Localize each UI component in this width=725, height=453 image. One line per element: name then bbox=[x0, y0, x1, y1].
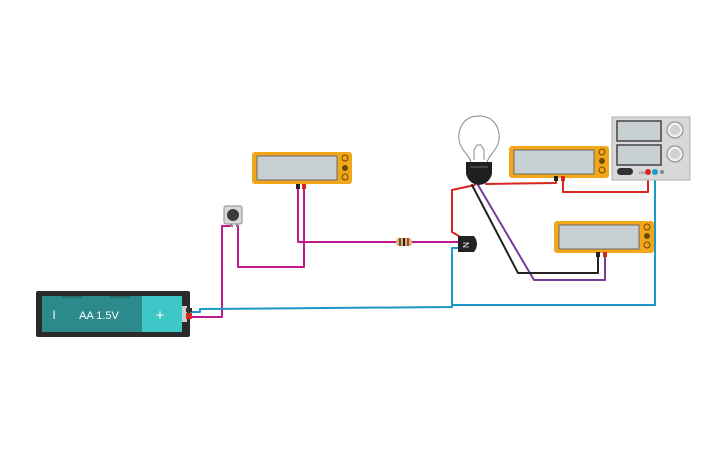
supply-terminal-negative[interactable] bbox=[652, 169, 658, 175]
meter3-mode-r[interactable] bbox=[643, 241, 651, 249]
meter2-mode-v[interactable] bbox=[599, 158, 605, 164]
wires bbox=[187, 173, 656, 318]
multimeter-3[interactable] bbox=[554, 221, 654, 257]
meter1-mode-r[interactable] bbox=[341, 173, 349, 181]
meter1-probe-red[interactable] bbox=[302, 184, 306, 189]
meter3-mode-a[interactable] bbox=[643, 223, 651, 231]
supply-switch-label: ON bbox=[639, 170, 645, 175]
meter2-probe-black[interactable] bbox=[554, 176, 558, 181]
wire-bulb-to-meter3-black[interactable] bbox=[471, 184, 599, 274]
meter2-probe-red[interactable] bbox=[561, 176, 565, 181]
wire-button-to-meter1[interactable] bbox=[237, 187, 305, 268]
wire-ground-bus[interactable] bbox=[187, 247, 459, 313]
wire-battery-to-button[interactable] bbox=[187, 225, 233, 318]
resistor[interactable] bbox=[396, 238, 412, 246]
meter3-probe-black[interactable] bbox=[596, 252, 600, 257]
battery-positive-label: + bbox=[156, 307, 165, 324]
multimeter-1[interactable] bbox=[252, 152, 352, 189]
transistor-npn[interactable]: N bbox=[458, 236, 477, 252]
supply-terminal-positive[interactable] bbox=[645, 169, 651, 175]
meter1-probe-black[interactable] bbox=[296, 184, 300, 189]
supply-power-switch[interactable] bbox=[617, 168, 633, 175]
battery-negative-label: I bbox=[52, 308, 55, 322]
supply-display-top bbox=[616, 120, 662, 142]
wire-bulb-to-meter3-purple[interactable] bbox=[477, 184, 606, 281]
battery-terminal-negative[interactable] bbox=[186, 308, 192, 312]
wire-supply-negative[interactable] bbox=[451, 173, 656, 306]
wire-meter2-link[interactable] bbox=[485, 177, 557, 185]
transistor-label: N bbox=[461, 242, 470, 248]
pushbutton[interactable] bbox=[223, 205, 243, 227]
wire-bulb-to-meter2[interactable] bbox=[451, 184, 476, 239]
multimeter-2[interactable] bbox=[509, 146, 609, 181]
meter1-mode-a[interactable] bbox=[341, 154, 349, 162]
battery-terminal-positive[interactable] bbox=[186, 313, 192, 319]
meter2-mode-a[interactable] bbox=[598, 148, 606, 156]
wire-meter1-to-resistor[interactable] bbox=[297, 187, 397, 243]
meter3-mode-v[interactable] bbox=[644, 233, 650, 239]
battery-label: AA 1.5V bbox=[79, 310, 119, 322]
supply-display-bottom bbox=[616, 144, 662, 166]
meter1-mode-v[interactable] bbox=[342, 165, 348, 171]
meter2-mode-r[interactable] bbox=[598, 166, 606, 174]
light-bulb[interactable] bbox=[458, 115, 500, 185]
power-supply[interactable]: ON bbox=[611, 116, 691, 181]
meter3-probe-red[interactable] bbox=[603, 252, 607, 257]
battery-aa[interactable]: I AA 1.5V + bbox=[36, 291, 192, 337]
wire-meter2-to-supply[interactable] bbox=[562, 173, 649, 193]
